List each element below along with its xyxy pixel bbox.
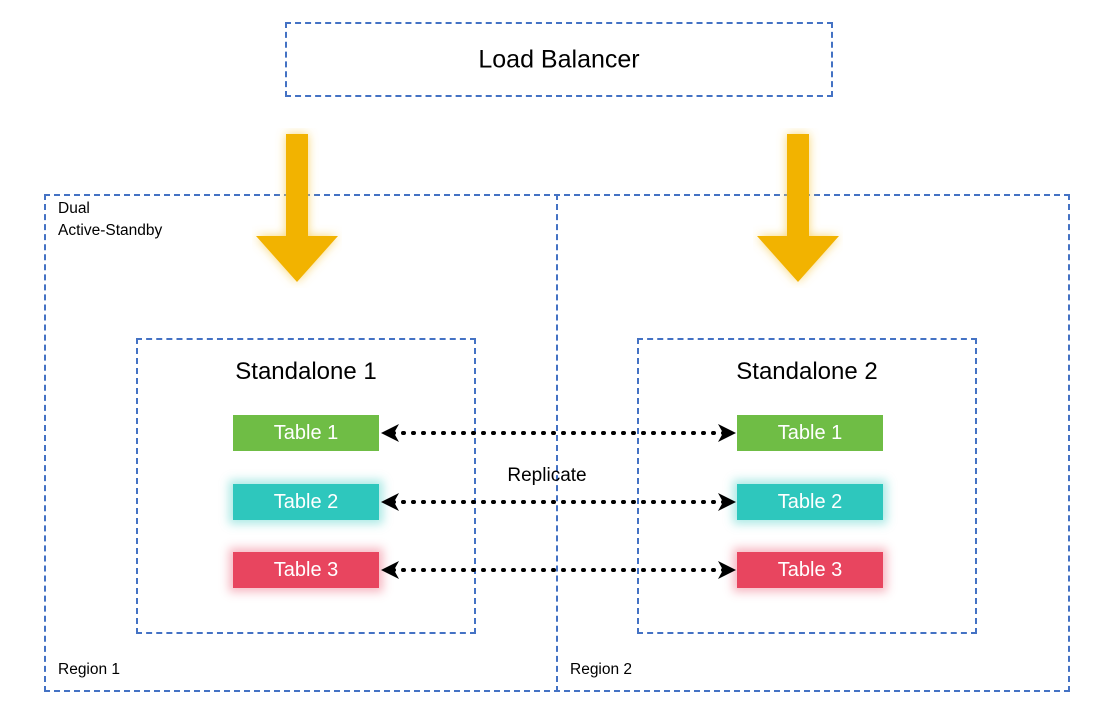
standalone-2-box: Standalone 2 [637, 338, 977, 634]
region-1-label: Region 1 [58, 661, 121, 678]
standalone-2-table-3: Table 3 [737, 552, 883, 588]
standalone-2-table-1: Table 1 [737, 415, 883, 451]
dual-active-standby-label: Dual Active-Standby [58, 200, 163, 240]
standalone-1-title: Standalone 1 [235, 358, 377, 385]
standalone-1-table-3: Table 3 [233, 552, 379, 588]
standalone-2-table-2: Table 2 [737, 484, 883, 520]
standalone-1-table-2: Table 2 [233, 484, 379, 520]
replicate-label: Replicate [507, 465, 587, 486]
traffic-arrow-down-right-icon [757, 134, 839, 282]
region-2-label: Region 2 [570, 661, 633, 678]
traffic-arrow-down-left-icon [256, 134, 338, 282]
standalone-2-title: Standalone 2 [736, 358, 878, 385]
load-balancer-label: Load Balancer [478, 44, 640, 73]
standalone-1-table-1: Table 1 [233, 415, 379, 451]
standalone-1-box: Standalone 1 [136, 338, 476, 634]
load-balancer-box: Load Balancer [285, 22, 833, 97]
region-divider [556, 194, 558, 692]
